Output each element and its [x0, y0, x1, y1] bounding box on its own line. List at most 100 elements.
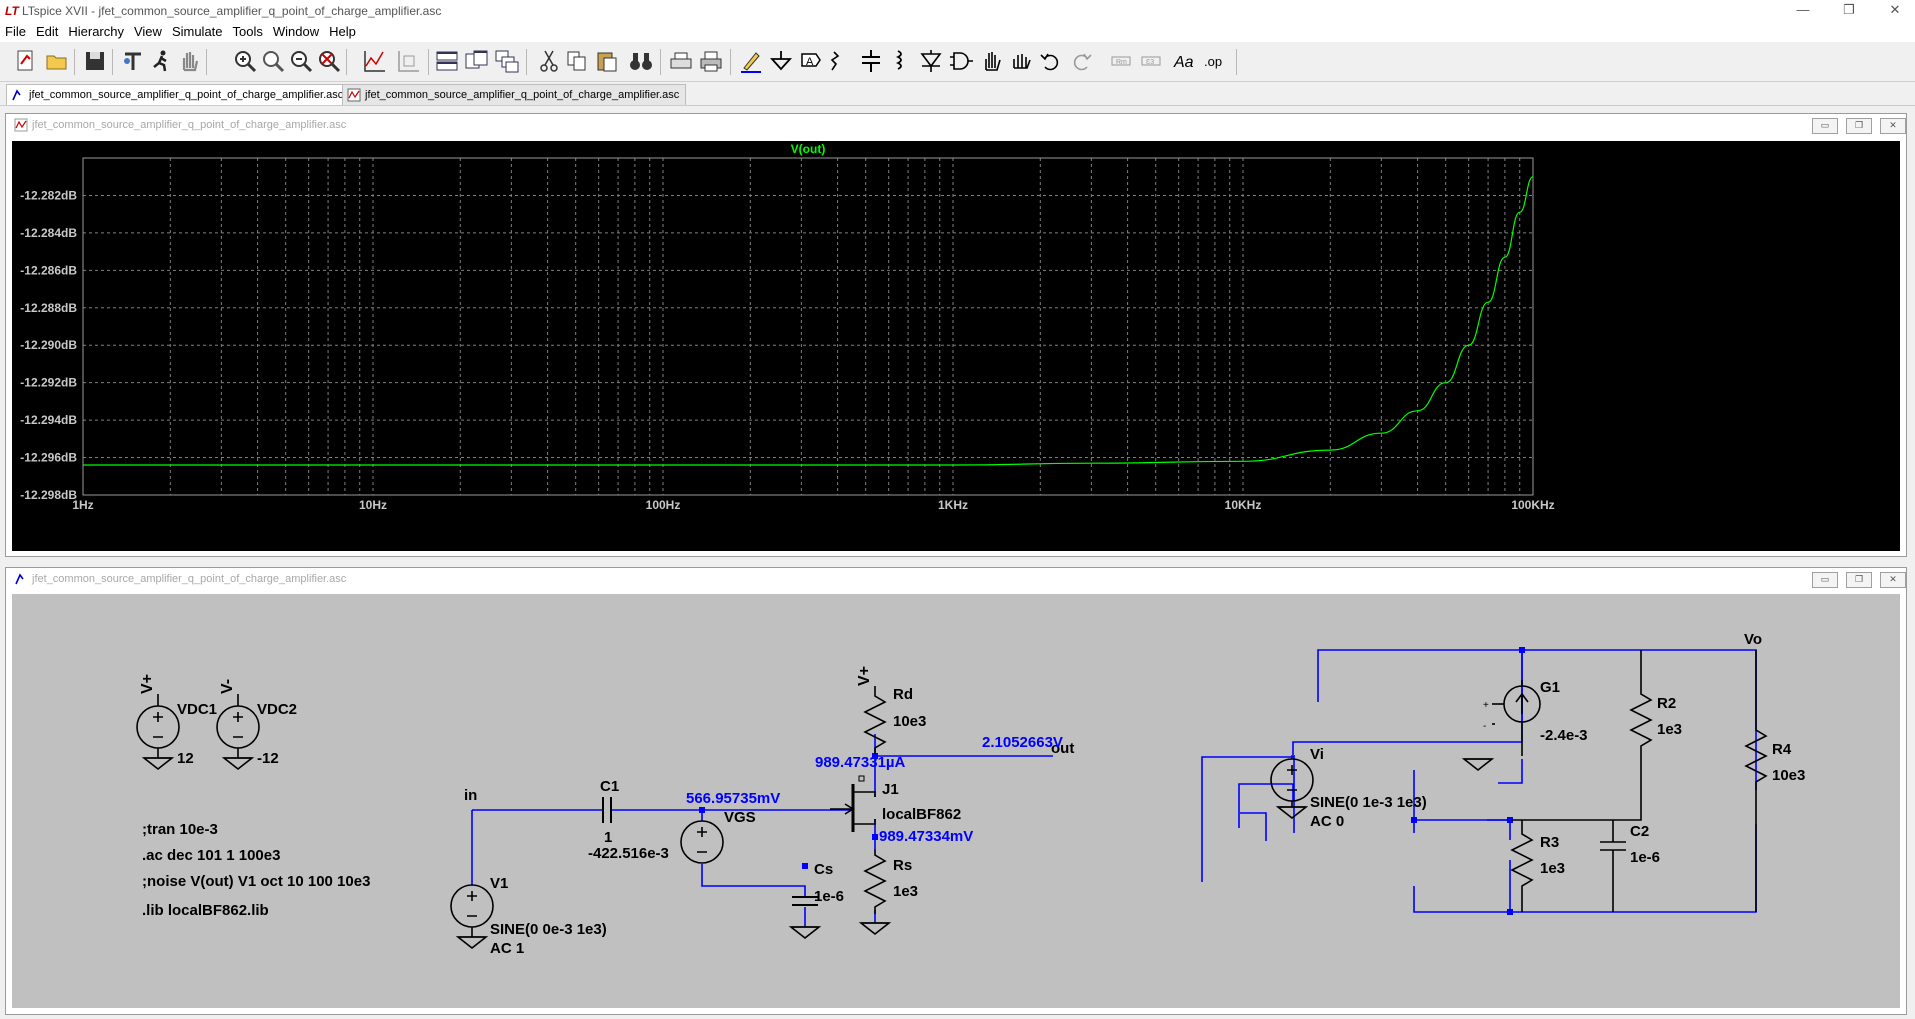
- menu-window[interactable]: Window: [272, 24, 320, 39]
- vi-source[interactable]: Vi SINE(0 1e-3 1e3) AC 0: [1270, 746, 1427, 830]
- close-button[interactable]: ✕: [1889, 2, 1901, 17]
- zoom-fit-icon[interactable]: [316, 48, 342, 74]
- waveform-icon: [347, 88, 361, 102]
- menu-help[interactable]: Help: [329, 24, 356, 39]
- c2-value: 1e-6: [1630, 849, 1660, 866]
- waveform-plot[interactable]: -12.282dB-12.284dB-12.286dB-12.288dB-12.…: [12, 141, 1900, 551]
- mark-unused-icon[interactable]: [396, 48, 422, 74]
- r3-name: R3: [1540, 834, 1559, 851]
- vi-value: SINE(0 1e-3 1e3): [1310, 794, 1427, 811]
- op-drain-current[interactable]: 989.47331µA: [815, 754, 906, 771]
- schematic-drawing[interactable]: V+ VDC1 12 V- VDC2 -12 ;tran 10e-3 .ac d…: [12, 594, 1900, 1008]
- v1-source[interactable]: V1 SINE(0 0e-3 1e3) AC 1: [450, 875, 607, 957]
- r2-resistor[interactable]: R2 1e3: [1511, 650, 1682, 821]
- paste-icon[interactable]: [594, 48, 620, 74]
- menu-hierarchy[interactable]: Hierarchy: [68, 24, 124, 39]
- print-icon[interactable]: [698, 48, 724, 74]
- find-binoculars-icon[interactable]: [628, 48, 654, 74]
- drag-hand-icon[interactable]: [1008, 48, 1034, 74]
- vdc1-name: VDC1: [177, 701, 217, 718]
- capacitor-icon[interactable]: [858, 48, 884, 74]
- ground-icon[interactable]: [768, 48, 794, 74]
- tile-vertical-icon[interactable]: [464, 48, 490, 74]
- tab-waveform[interactable]: jfet_common_source_amplifier_q_point_of_…: [342, 84, 687, 105]
- g1-name: G1: [1540, 679, 1560, 696]
- minimize-button[interactable]: ▭: [1812, 118, 1838, 134]
- autorange-icon[interactable]: [362, 48, 388, 74]
- label-net-icon[interactable]: A: [798, 48, 824, 74]
- trace-vout[interactable]: [83, 176, 1534, 466]
- v1-ac: AC 1: [490, 940, 524, 957]
- menu-edit[interactable]: Edit: [35, 24, 59, 39]
- menu-view[interactable]: View: [133, 24, 162, 39]
- schematic-canvas[interactable]: V+ VDC1 12 V- VDC2 -12 ;tran 10e-3 .ac d…: [12, 594, 1900, 1008]
- cascade-icon[interactable]: [494, 48, 520, 74]
- c1-capacitor[interactable]: C1 1: [600, 778, 619, 846]
- net-label-vo[interactable]: Vo: [1744, 631, 1762, 648]
- restore-button[interactable]: ❐: [1846, 118, 1872, 134]
- rotate-icon[interactable]: Rm: [1108, 48, 1134, 74]
- net-label-in[interactable]: in: [464, 787, 477, 804]
- new-schematic-icon[interactable]: [13, 48, 39, 74]
- directive-tran[interactable]: ;tran 10e-3: [142, 821, 218, 838]
- inductor-icon[interactable]: [888, 48, 914, 74]
- trace-name-vout[interactable]: V(out): [791, 142, 826, 156]
- op-drain-voltage[interactable]: 2.1052663V: [982, 734, 1063, 751]
- close-button[interactable]: ✕: [1880, 572, 1906, 588]
- g1-vccs[interactable]: + - G1 -2.4e-3: [1463, 679, 1588, 771]
- minimize-button[interactable]: —: [1796, 2, 1810, 17]
- control-panel-icon[interactable]: [120, 48, 146, 74]
- cut-scissors-icon[interactable]: [536, 48, 562, 74]
- copy-icon[interactable]: [564, 48, 590, 74]
- menu-tools[interactable]: Tools: [232, 24, 263, 39]
- halt-hand-icon[interactable]: [176, 48, 202, 74]
- vdc1-source[interactable]: V+ VDC1 12: [136, 674, 217, 770]
- open-folder-icon[interactable]: [44, 48, 70, 74]
- vgs-source[interactable]: VGS -422.516e-3: [588, 809, 756, 864]
- net-label-out[interactable]: out: [1051, 740, 1074, 757]
- vdc2-source[interactable]: V- VDC2 -12: [216, 679, 297, 770]
- directive-lib[interactable]: .lib localBF862.lib: [142, 902, 269, 919]
- menu-file[interactable]: File: [5, 24, 26, 39]
- y-tick-label: -12.294dB: [20, 413, 77, 427]
- directive-noise[interactable]: ;noise V(out) V1 oct 10 100 10e3: [142, 873, 370, 890]
- undo-icon[interactable]: [1038, 48, 1064, 74]
- r3-resistor[interactable]: R3 1e3: [1510, 820, 1565, 912]
- draw-wire-pencil-icon[interactable]: [738, 48, 764, 74]
- text-icon[interactable]: Aa: [1172, 48, 1198, 74]
- r3-value: 1e3: [1540, 860, 1565, 877]
- rs-resistor[interactable]: Rs 1e3: [860, 849, 918, 935]
- print-setup-icon[interactable]: [668, 48, 694, 74]
- component-icon[interactable]: [948, 48, 974, 74]
- cs-capacitor[interactable]: Cs 1e-6: [790, 861, 844, 939]
- plot-area[interactable]: -12.282dB-12.284dB-12.286dB-12.288dB-12.…: [12, 141, 1900, 551]
- r4-resistor[interactable]: R4 10e3: [1744, 650, 1805, 912]
- tile-horizontal-icon[interactable]: [434, 48, 460, 74]
- directive-ac[interactable]: .ac dec 101 1 100e3: [142, 847, 280, 864]
- rd-resistor[interactable]: V+ Rd 10e3: [856, 666, 926, 754]
- zoom-out-icon[interactable]: [288, 48, 314, 74]
- save-icon[interactable]: [82, 48, 108, 74]
- menu-simulate[interactable]: Simulate: [171, 24, 223, 39]
- y-tick-label: -12.286dB: [20, 263, 77, 277]
- spice-directive-icon[interactable]: .op: [1202, 48, 1228, 74]
- vdc2-name: VDC2: [257, 701, 297, 718]
- tab-schematic[interactable]: jfet_common_source_amplifier_q_point_of_…: [6, 84, 351, 105]
- zoom-in-icon[interactable]: [232, 48, 258, 74]
- minimize-button[interactable]: ▭: [1812, 572, 1838, 588]
- vi-ac: AC 0: [1310, 813, 1344, 830]
- mirror-icon[interactable]: Ɛ3: [1138, 48, 1164, 74]
- restore-button[interactable]: ❐: [1846, 572, 1872, 588]
- zoom-area-icon[interactable]: [260, 48, 286, 74]
- op-gate-voltage[interactable]: 566.95735mV: [686, 790, 780, 807]
- close-button[interactable]: ✕: [1880, 118, 1906, 134]
- move-hand-icon[interactable]: [978, 48, 1004, 74]
- resistor-icon[interactable]: [828, 48, 854, 74]
- run-icon[interactable]: [148, 48, 174, 74]
- c2-capacitor[interactable]: C2 1e-6: [1600, 820, 1660, 912]
- diode-icon[interactable]: [918, 48, 944, 74]
- op-source-voltage[interactable]: 989.47334mV: [879, 828, 973, 845]
- j1-jfet[interactable]: J1 localBF862: [830, 775, 961, 832]
- restore-button[interactable]: ❐: [1843, 2, 1855, 17]
- redo-icon[interactable]: [1068, 48, 1094, 74]
